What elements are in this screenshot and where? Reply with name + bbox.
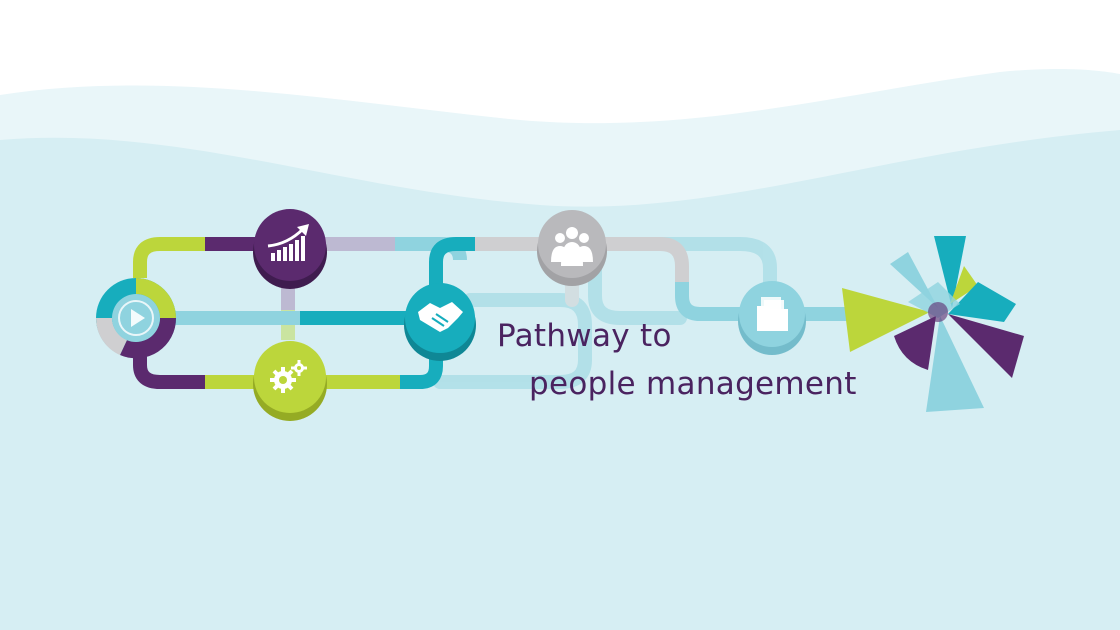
path-team-right <box>600 237 689 282</box>
gears-icon <box>270 360 307 393</box>
burst-segment-purple-right <box>948 314 1024 378</box>
start-ring-lime-segment <box>136 278 176 318</box>
path-bottom-teal <box>400 345 443 389</box>
path-start-to-growth <box>133 237 205 278</box>
burst-segment-teal-top <box>934 236 966 308</box>
burst-segment-lime-top-right <box>950 266 978 304</box>
team-node <box>537 210 607 286</box>
burst-segment-teal-light-bottom <box>926 316 984 412</box>
partnership-node <box>404 283 476 361</box>
burst-segment-purple-bottom-left <box>894 316 936 370</box>
documents-node <box>738 281 806 355</box>
growth-chart-icon <box>267 224 309 261</box>
burst-center <box>928 302 948 322</box>
start-ring-purple-segment <box>120 318 177 359</box>
people-group-icon <box>551 227 593 266</box>
headline-line-1: Pathway to <box>497 318 672 354</box>
settings-node <box>253 341 327 421</box>
radial-burst-icon <box>842 236 1024 412</box>
growth-node <box>253 209 327 289</box>
start-node <box>95 278 177 359</box>
path-handshake-up <box>429 237 475 290</box>
headline-line-2: people management <box>529 366 857 402</box>
handshake-icon <box>418 302 463 332</box>
start-ring-grey-segment <box>95 318 127 355</box>
burst-segment-lime-left <box>842 288 930 352</box>
play-icon <box>118 300 154 336</box>
main-pathways <box>133 237 860 389</box>
path-team-down-teal <box>675 282 745 321</box>
burst-segment-teal-right <box>948 282 1016 322</box>
folder-icon <box>757 297 788 331</box>
faint-path-right <box>633 237 777 307</box>
path-start-bottom <box>133 355 205 389</box>
